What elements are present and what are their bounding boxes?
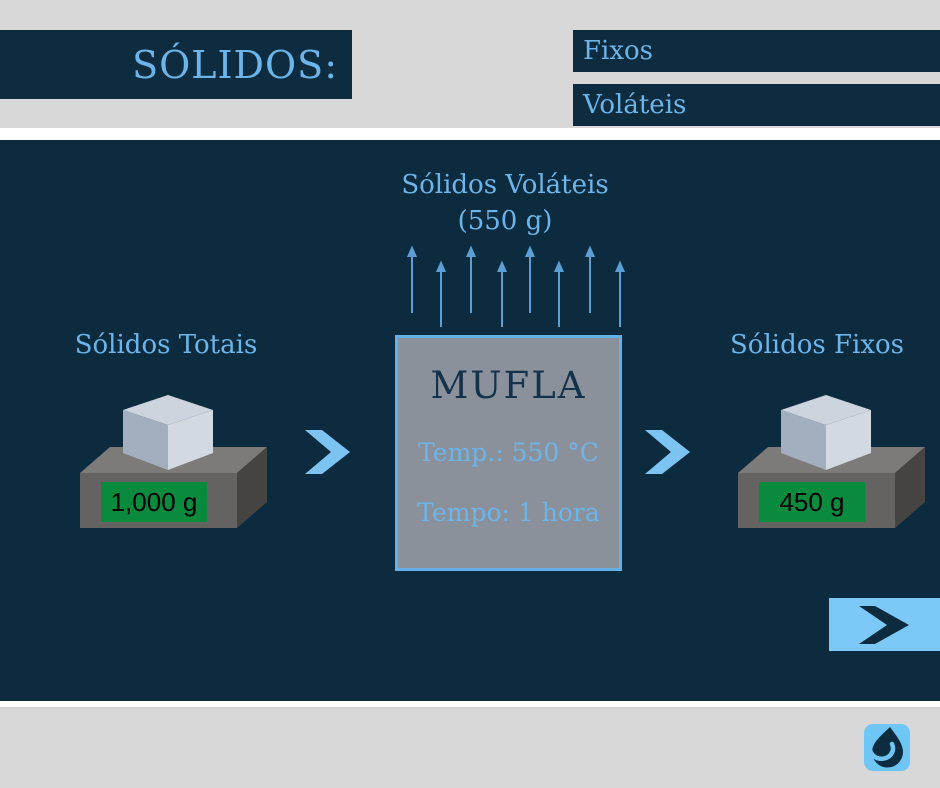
header-item-label: Voláteis [583, 90, 687, 120]
mufla-title: MUFLA [430, 364, 587, 407]
page-title: SÓLIDOS: [132, 42, 338, 87]
separator-bottom [0, 701, 940, 707]
left-scale: 1,000 g [78, 390, 270, 530]
chevron-right-icon [645, 430, 690, 474]
chevron-right-icon [859, 606, 909, 644]
mufla-time: Tempo: 1 hora [417, 498, 600, 527]
fixed-solids-label: Sólidos Fixos [729, 330, 904, 360]
brand-logo [864, 724, 910, 771]
water-drop-icon [867, 727, 903, 768]
volatile-solids-mass: (550 g) [457, 206, 553, 236]
next-button[interactable] [829, 598, 940, 651]
header-item-fixos: Fixos [573, 30, 940, 72]
diagram-panel: Sólidos Voláteis (550 g) Sólidos Totais … [0, 140, 940, 701]
total-solids-label: Sólidos Totais [74, 330, 258, 360]
header-item-label: Fixos [583, 36, 654, 66]
mufla-temperature: Temp.: 550 °C [418, 438, 599, 467]
chevron-right-icon [305, 430, 350, 474]
right-scale-reading: 450 g [759, 482, 865, 522]
mufla-box: MUFLA Temp.: 550 °C Tempo: 1 hora [395, 335, 622, 571]
header-item-volateis: Voláteis [573, 84, 940, 126]
evaporation-up-arrows-icon [406, 245, 626, 327]
left-scale-reading: 1,000 g [101, 482, 207, 522]
separator-top [0, 128, 940, 140]
title-box: SÓLIDOS: [0, 30, 352, 99]
right-scale: 450 g [736, 390, 928, 530]
volatile-solids-label: Sólidos Voláteis [401, 170, 609, 200]
